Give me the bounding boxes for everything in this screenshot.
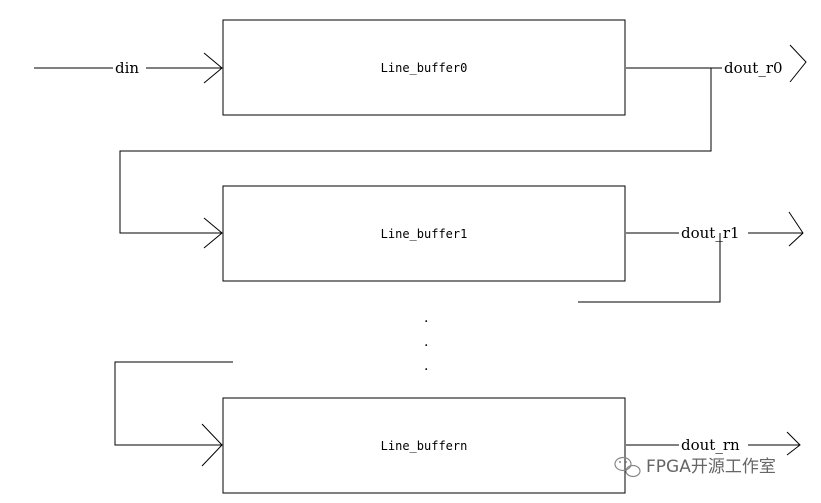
line-buffer-n-label: Line_buffern [381, 439, 468, 453]
din-label: din [115, 59, 139, 77]
dout-r0-arrowhead [789, 44, 807, 83]
line-buffer-1 [222, 185, 626, 282]
dout-rn-label: dout_rn [681, 436, 740, 454]
din-arrowhead [203, 52, 223, 84]
line-buffer-0 [222, 19, 626, 116]
wechat-icon [614, 456, 641, 478]
line-buffer-n-input-arrowhead [201, 423, 223, 467]
dout-r1-label: dout_r1 [681, 224, 740, 242]
dout-rn-arrowhead [786, 431, 801, 456]
feedback-wire-0-1 [119, 68, 712, 234]
line-buffer-0-label: Line_buffer0 [381, 61, 468, 75]
dout-r1-arrowhead [788, 211, 804, 247]
watermark-text: FPGA开源工作室 [646, 457, 776, 477]
ellipsis-dot-1: . [424, 310, 428, 326]
ellipsis-dot-3: . [424, 358, 428, 374]
line-buffer-1-label: Line_buffer1 [381, 227, 468, 241]
line-buffer-1-input-arrowhead [203, 217, 223, 249]
feedback-wire-prev-n [114, 361, 233, 446]
dout-r0-label: dout_r0 [724, 59, 783, 77]
feedback-wire-1-next [578, 233, 721, 303]
ellipsis-dot-2: . [424, 334, 428, 350]
line-buffer-n [222, 397, 626, 494]
